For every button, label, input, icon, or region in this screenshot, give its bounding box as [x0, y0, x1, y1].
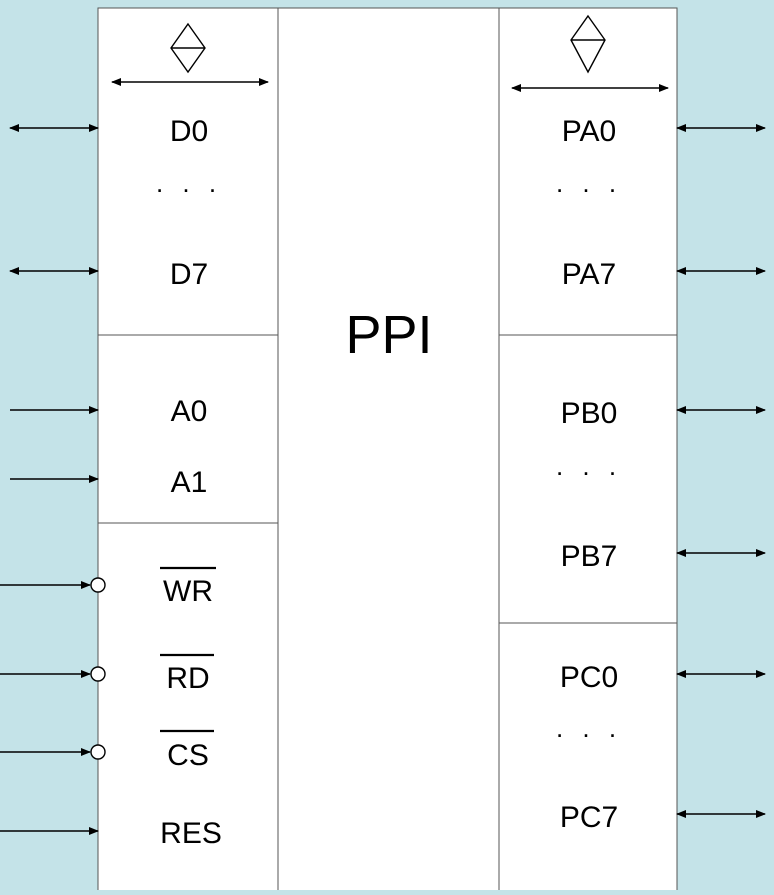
- rd-inversion-bubble-icon: [90, 666, 106, 682]
- pin-res: RES: [160, 817, 222, 850]
- right-bus-direction-icon: [511, 14, 669, 92]
- pin-pc0: PC0: [560, 661, 618, 694]
- pin-a0: A0: [171, 395, 208, 428]
- left-bus-direction-icon: [111, 22, 269, 86]
- port-a-ellipsis: . . .: [556, 168, 622, 198]
- cs-inversion-bubble-icon: [90, 744, 106, 760]
- pin-rd: RD: [166, 662, 209, 695]
- pin-pb0: PB0: [561, 397, 618, 430]
- pin-a1: A1: [171, 466, 208, 499]
- pin-pa7: PA7: [562, 258, 616, 291]
- pin-d0: D0: [170, 115, 208, 148]
- chip-title: PPI: [345, 305, 432, 365]
- port-c-ellipsis: . . .: [556, 713, 622, 743]
- core-panel: [277, 7, 500, 895]
- pin-cs: CS: [167, 739, 209, 772]
- pin-pb7: PB7: [561, 540, 618, 573]
- pin-pa0: PA0: [562, 115, 616, 148]
- pin-d7: D7: [170, 258, 208, 291]
- data-bus-ellipsis: . . .: [156, 168, 222, 198]
- pin-wr: WR: [163, 575, 213, 608]
- left-pin-panel: [97, 7, 279, 895]
- wr-inversion-bubble-icon: [90, 577, 106, 593]
- pin-pc7: PC7: [560, 801, 618, 834]
- port-b-ellipsis: . . .: [556, 451, 622, 481]
- right-pin-panel: [498, 7, 678, 895]
